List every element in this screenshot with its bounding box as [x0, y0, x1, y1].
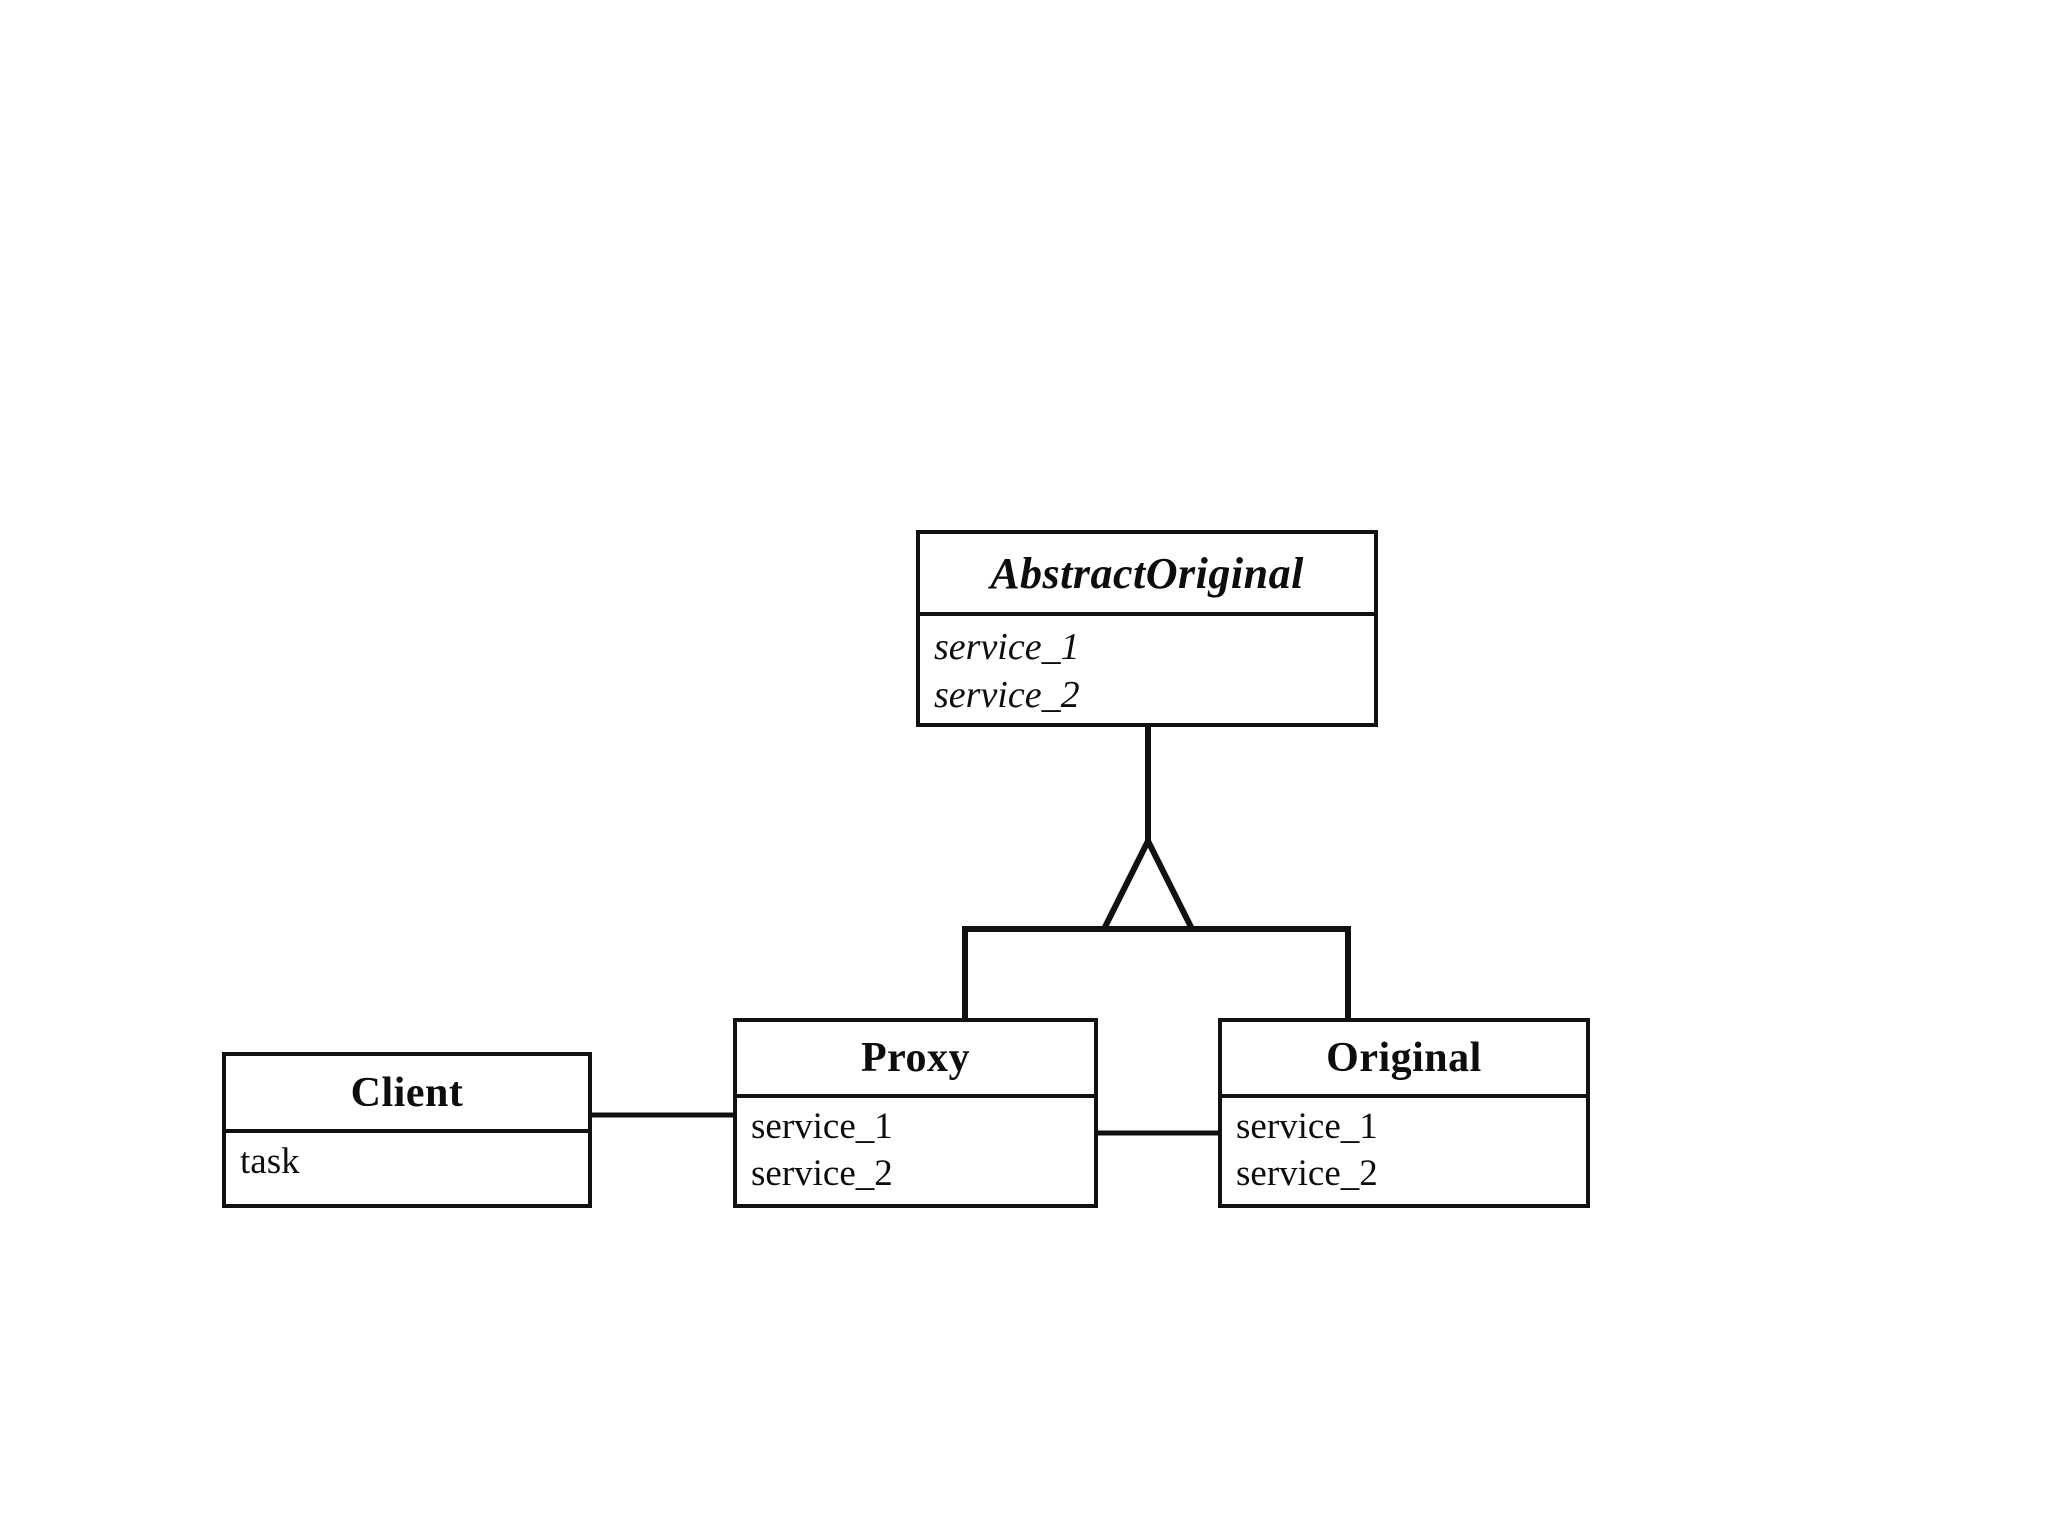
class-attributes-proxy: service_1 service_2: [737, 1098, 1094, 1208]
class-box-client[interactable]: Client task: [222, 1052, 592, 1208]
class-attributes-abstractoriginal: service_1 service_2: [920, 616, 1374, 723]
attribute-item: task: [240, 1141, 300, 1182]
attribute-item: service_2: [751, 1152, 893, 1194]
class-title-abstractoriginal: AbstractOriginal: [920, 534, 1374, 616]
attribute-item: service_1: [934, 626, 1080, 668]
class-box-abstractoriginal[interactable]: AbstractOriginal service_1 service_2: [916, 530, 1378, 727]
attribute-item: service_1: [1236, 1106, 1378, 1147]
class-title-client: Client: [226, 1056, 588, 1133]
inheritance-triangle-icon: [1099, 834, 1197, 932]
attribute-item: service_2: [1236, 1152, 1378, 1194]
class-title-original: Original: [1222, 1022, 1586, 1098]
class-title-proxy: Proxy: [737, 1022, 1094, 1098]
attribute-item: service_1: [751, 1106, 893, 1147]
class-box-proxy[interactable]: Proxy service_1 service_2: [733, 1018, 1098, 1208]
class-box-original[interactable]: Original service_1 service_2: [1218, 1018, 1590, 1208]
attribute-item: service_2: [934, 673, 1080, 716]
class-attributes-client: task: [226, 1133, 588, 1208]
class-attributes-original: service_1 service_2: [1222, 1098, 1586, 1208]
